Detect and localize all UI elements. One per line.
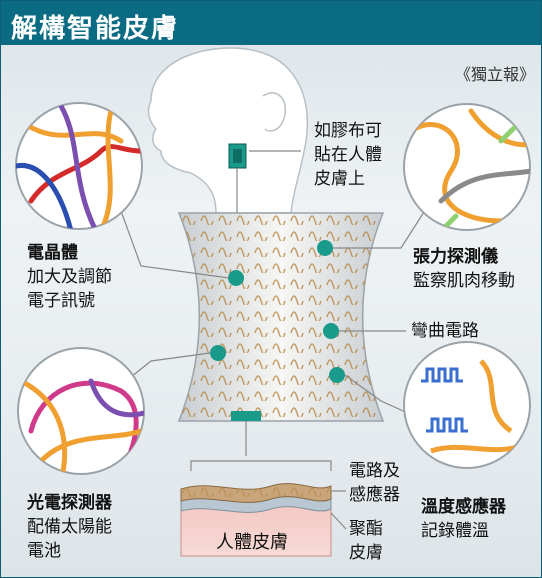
transistor-desc: 加大及調節 電子訊號 (27, 267, 112, 311)
patch-label: 如膠布可 貼在人體 皮膚上 (314, 121, 382, 189)
photodetector-title: 光電探測器 (27, 493, 112, 513)
sheet-node (329, 367, 345, 383)
temperature-sensor-closeup (403, 341, 531, 469)
serpentine-wiring (179, 213, 383, 421)
photodetector-closeup (17, 347, 145, 475)
photodetector-desc: 配備太陽能 電池 (27, 517, 112, 561)
strain-gauge-closeup (403, 103, 531, 231)
skin-cross-section (180, 483, 332, 557)
polyester-skin-layer-label: 聚酯 皮膚 (349, 519, 383, 563)
sheet-connector-pad (231, 411, 261, 421)
temperature-sensor-title: 溫度感應器 (421, 497, 506, 517)
diagram-title: 解構智能皮膚 (11, 14, 180, 44)
human-skin-label: 人體皮膚 (216, 532, 288, 553)
title-bar: 解構智能皮膚 (1, 1, 541, 45)
sheet-node (210, 345, 226, 361)
temperature-sensor-desc: 記錄體溫 (421, 521, 489, 541)
circuit-sensor-layer-label: 電路及 感應器 (349, 461, 400, 505)
sheet-node (323, 323, 339, 339)
transistor-closeup (15, 102, 143, 230)
neck-patch-inner (233, 149, 242, 163)
transistor-title: 電晶體 (27, 243, 78, 263)
strain-gauge-title: 張力探測儀 (413, 247, 498, 267)
head-silhouette (147, 47, 308, 214)
curved-circuit-label: 彎曲電路 (411, 321, 479, 341)
source-credit: 《獨立報》 (454, 65, 535, 84)
strain-gauge-desc: 監察肌肉移動 (413, 271, 515, 291)
layer-leader (330, 512, 347, 530)
sheet-node (317, 240, 333, 256)
sheet-node (228, 270, 244, 286)
